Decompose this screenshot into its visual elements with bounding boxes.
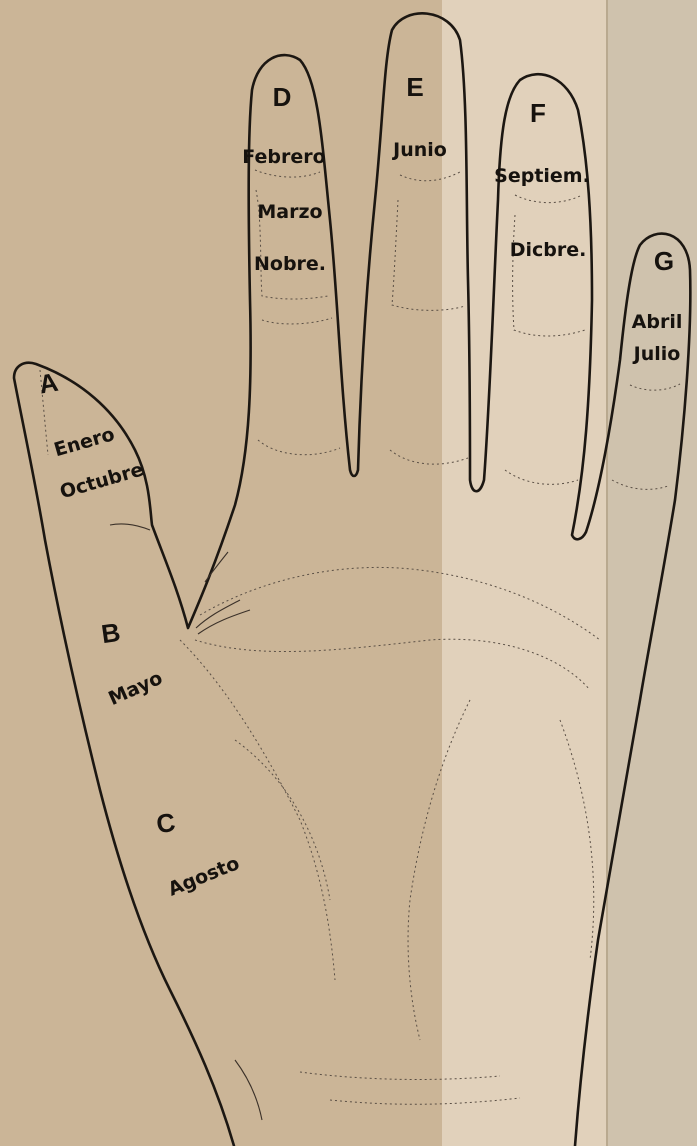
finger-e-month-1: Junio	[391, 139, 447, 161]
finger-d-month-2: Marzo	[257, 201, 322, 223]
paper-edge	[607, 0, 697, 1146]
finger-g-month-1: Abril	[632, 311, 683, 333]
finger-d-month-3: Nobre.	[254, 253, 326, 275]
finger-e-letter: E	[406, 72, 423, 102]
finger-d-letter: D	[273, 82, 292, 112]
finger-f-month-1: Septiem.	[494, 165, 590, 187]
finger-g-month-2: Julio	[632, 343, 681, 365]
finger-f-letter: F	[530, 98, 546, 128]
finger-g-letter: G	[654, 246, 674, 276]
paper-left	[0, 0, 442, 1146]
finger-f-month-2: Dicbre.	[510, 239, 587, 261]
finger-d-month-1: Febrero	[242, 146, 325, 168]
